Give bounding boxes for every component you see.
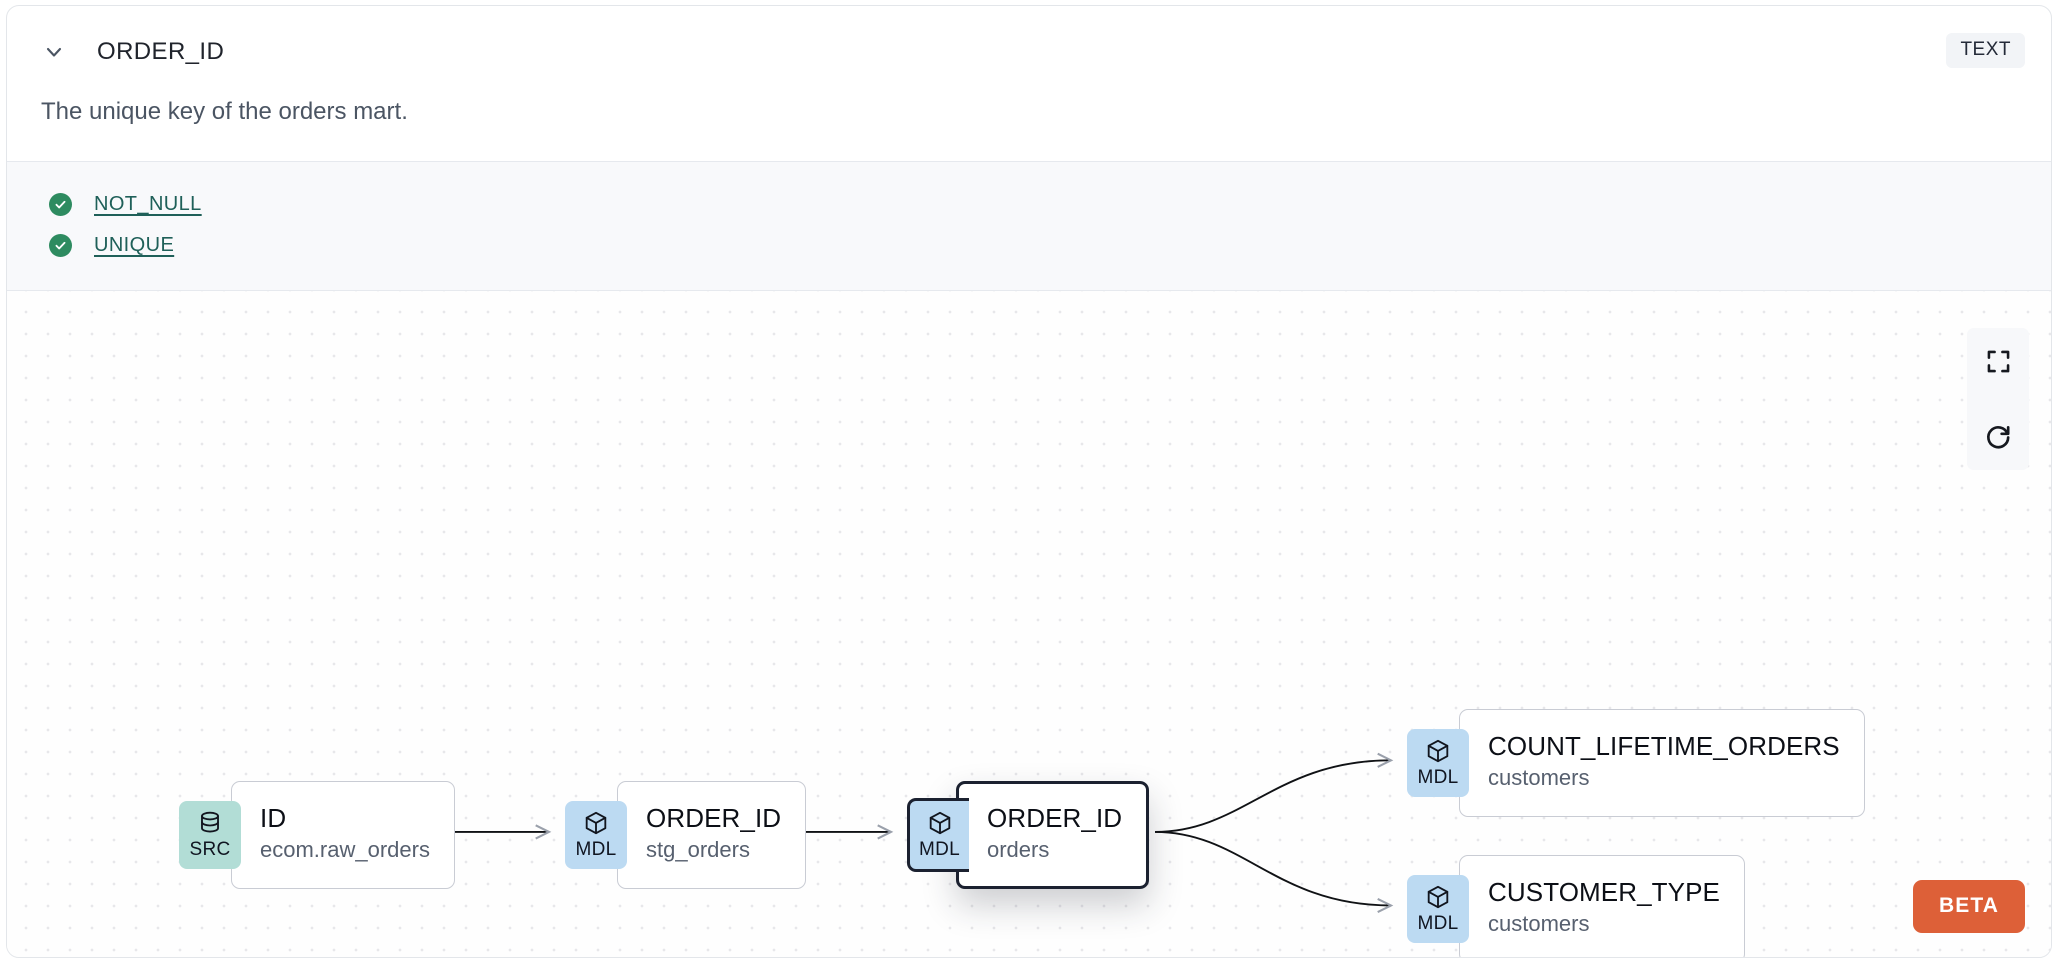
node-body: ORDER_ID stg_orders xyxy=(617,780,807,889)
node-column-name: ORDER_ID xyxy=(987,802,1123,833)
cube-icon xyxy=(585,811,607,834)
lineage-node-count-lifetime-orders[interactable]: MDL COUNT_LIFETIME_ORDERS customers xyxy=(1407,708,1865,817)
lineage-node-customer-type[interactable]: MDL CUSTOMER_TYPE customers xyxy=(1407,854,1745,957)
node-type-badge-mdl: MDL xyxy=(1407,728,1469,797)
tests-section: NOT_NULL UNIQUE xyxy=(7,160,2051,291)
lineage-canvas[interactable]: SRC ID ecom.raw_orders MDL xyxy=(7,290,2051,957)
check-circle-icon xyxy=(49,233,72,257)
node-parent-name: stg_orders xyxy=(646,837,750,863)
column-description: The unique key of the orders mart. xyxy=(41,98,408,125)
card-header: ORDER_ID TEXT xyxy=(7,6,2051,98)
cube-icon xyxy=(929,811,950,834)
node-type-badge-mdl: MDL xyxy=(907,797,969,872)
canvas-controls xyxy=(1967,327,2029,470)
edge-orders-to-count xyxy=(1154,752,1394,833)
lineage-node-src-id[interactable]: SRC ID ecom.raw_orders xyxy=(179,780,455,889)
node-column-name: CUSTOMER_TYPE xyxy=(1488,876,1720,907)
node-column-name: ID xyxy=(260,802,287,833)
lineage-flow: SRC ID ecom.raw_orders MDL xyxy=(7,291,2051,957)
data-type-badge[interactable]: TEXT xyxy=(1946,33,2025,68)
column-detail-card: ORDER_ID TEXT The unique key of the orde… xyxy=(6,5,2052,958)
node-body: COUNT_LIFETIME_ORDERS customers xyxy=(1459,708,1865,817)
node-body: CUSTOMER_TYPE customers xyxy=(1459,854,1745,957)
test-row: UNIQUE xyxy=(7,225,2051,266)
cube-icon xyxy=(1427,739,1449,762)
node-badge-label: MDL xyxy=(1417,766,1459,788)
test-link-unique[interactable]: UNIQUE xyxy=(94,233,175,256)
node-type-badge-src: SRC xyxy=(179,800,241,869)
node-body: ORDER_ID orders xyxy=(956,780,1150,889)
node-parent-name: orders xyxy=(987,837,1050,863)
refresh-icon[interactable] xyxy=(1967,401,2029,470)
fit-view-icon[interactable] xyxy=(1967,327,2029,396)
node-badge-label: SRC xyxy=(189,838,231,860)
node-column-name: COUNT_LIFETIME_ORDERS xyxy=(1488,730,1840,761)
test-row: NOT_NULL xyxy=(7,184,2051,225)
lineage-node-stg-orders[interactable]: MDL ORDER_ID stg_orders xyxy=(565,780,807,889)
edge-orders-to-customer-type xyxy=(1154,830,1394,913)
database-icon xyxy=(201,811,219,833)
node-parent-name: customers xyxy=(1488,911,1590,937)
node-column-name: ORDER_ID xyxy=(646,802,782,833)
test-link-not-null[interactable]: NOT_NULL xyxy=(94,192,202,215)
chevron-down-icon[interactable] xyxy=(37,35,71,69)
node-body: ID ecom.raw_orders xyxy=(231,780,455,889)
lineage-node-orders-selected[interactable]: MDL ORDER_ID orders xyxy=(907,780,1150,889)
beta-badge[interactable]: BETA xyxy=(1912,880,2025,933)
node-parent-name: ecom.raw_orders xyxy=(260,837,430,863)
node-badge-label: MDL xyxy=(918,838,960,860)
page-title: ORDER_ID xyxy=(97,38,225,65)
node-type-badge-mdl: MDL xyxy=(1407,874,1469,943)
node-type-badge-mdl: MDL xyxy=(565,800,627,869)
cube-icon xyxy=(1427,885,1449,908)
node-badge-label: MDL xyxy=(1417,912,1459,934)
node-parent-name: customers xyxy=(1488,765,1590,791)
node-badge-label: MDL xyxy=(575,838,617,860)
check-circle-icon xyxy=(49,192,72,216)
